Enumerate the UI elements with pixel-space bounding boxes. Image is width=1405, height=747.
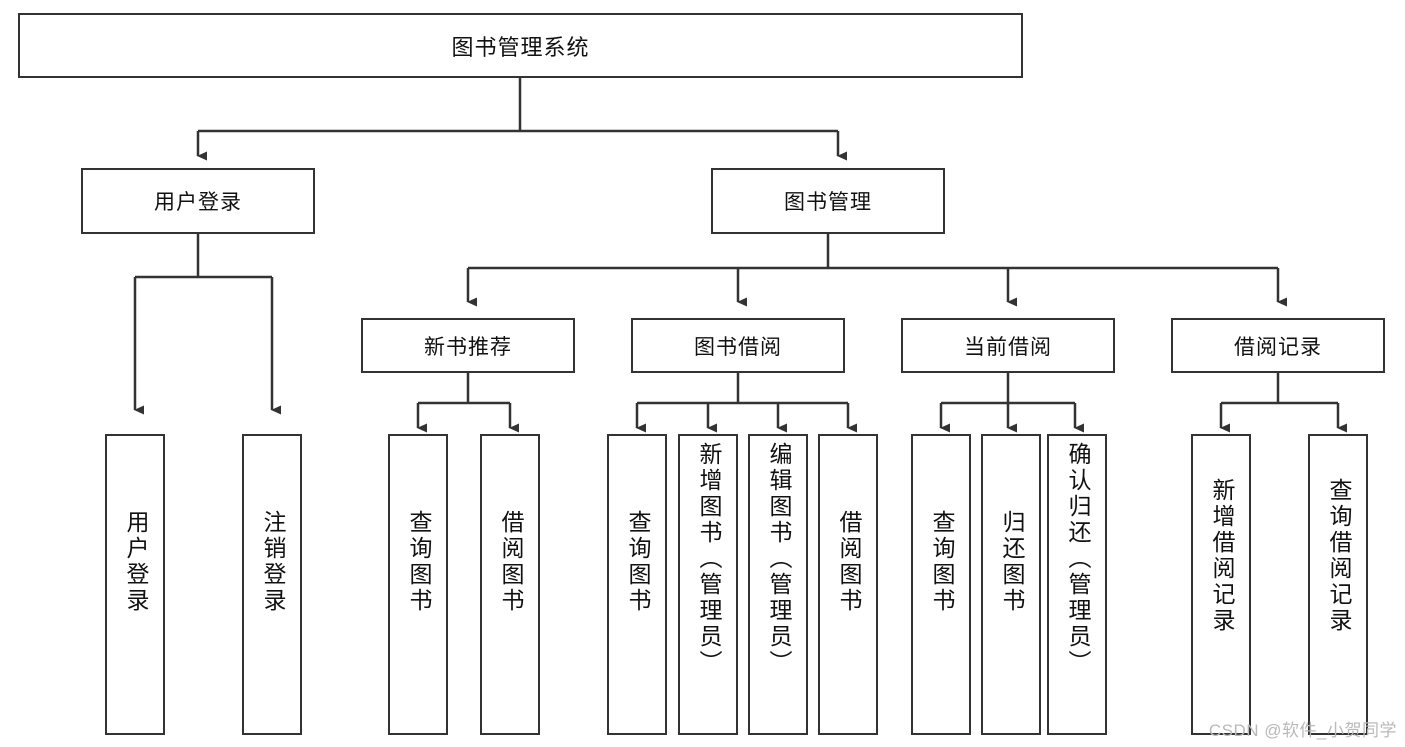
node-leaf-query-book-1-label: 查询图书 (405, 510, 432, 614)
node-user-login[interactable]: 用户登录 (81, 168, 315, 234)
node-leaf-query-book-2-label: 查询图书 (624, 510, 651, 614)
node-leaf-borrow-book-1-label: 借阅图书 (497, 510, 524, 614)
node-current-borrow-label: 当前借阅 (964, 335, 1052, 359)
node-book-management-label: 图书管理 (784, 191, 872, 214)
node-new-book-recommend-label: 新书推荐 (424, 335, 512, 359)
node-root[interactable]: 图书管理系统 (18, 13, 1023, 78)
node-leaf-logout-label: 注销登录 (259, 510, 286, 614)
node-leaf-add-book-label: 新增图书（管理员） (695, 442, 722, 676)
node-leaf-query-book-2[interactable]: 查询图书 (607, 434, 667, 735)
node-leaf-edit-book[interactable]: 编辑图书（管理员） (748, 434, 808, 735)
node-leaf-borrow-book-1[interactable]: 借阅图书 (480, 434, 540, 735)
node-leaf-borrow-book-2-label: 借阅图书 (835, 510, 862, 614)
node-leaf-query-book-1[interactable]: 查询图书 (388, 434, 448, 735)
node-leaf-add-book[interactable]: 新增图书（管理员） (678, 434, 738, 735)
node-leaf-add-record[interactable]: 新增借阅记录 (1191, 434, 1251, 735)
node-leaf-query-book-3[interactable]: 查询图书 (911, 434, 971, 735)
node-leaf-return-book[interactable]: 归还图书 (981, 434, 1041, 735)
node-user-login-label: 用户登录 (154, 191, 242, 214)
node-leaf-return-book-label: 归还图书 (998, 510, 1025, 614)
node-leaf-query-book-3-label: 查询图书 (928, 510, 955, 614)
node-root-label: 图书管理系统 (451, 34, 590, 60)
node-leaf-query-record-label: 查询借阅记录 (1325, 478, 1352, 634)
node-leaf-confirm-return[interactable]: 确认归还（管理员） (1047, 434, 1107, 735)
node-leaf-user-login[interactable]: 用户登录 (105, 434, 165, 735)
node-leaf-confirm-return-label: 确认归还（管理员） (1064, 442, 1091, 676)
node-book-borrow[interactable]: 图书借阅 (631, 318, 845, 373)
node-book-management[interactable]: 图书管理 (711, 168, 945, 234)
node-leaf-user-login-label: 用户登录 (122, 510, 149, 614)
node-borrow-record-label: 借阅记录 (1234, 335, 1322, 359)
node-leaf-query-record[interactable]: 查询借阅记录 (1308, 434, 1368, 735)
node-borrow-record[interactable]: 借阅记录 (1171, 318, 1385, 373)
node-leaf-edit-book-label: 编辑图书（管理员） (765, 442, 792, 676)
node-leaf-logout[interactable]: 注销登录 (242, 434, 302, 735)
node-leaf-add-record-label: 新增借阅记录 (1208, 478, 1235, 634)
node-new-book-recommend[interactable]: 新书推荐 (361, 318, 575, 373)
node-current-borrow[interactable]: 当前借阅 (901, 318, 1115, 373)
node-leaf-borrow-book-2[interactable]: 借阅图书 (818, 434, 878, 735)
node-book-borrow-label: 图书借阅 (694, 335, 782, 359)
